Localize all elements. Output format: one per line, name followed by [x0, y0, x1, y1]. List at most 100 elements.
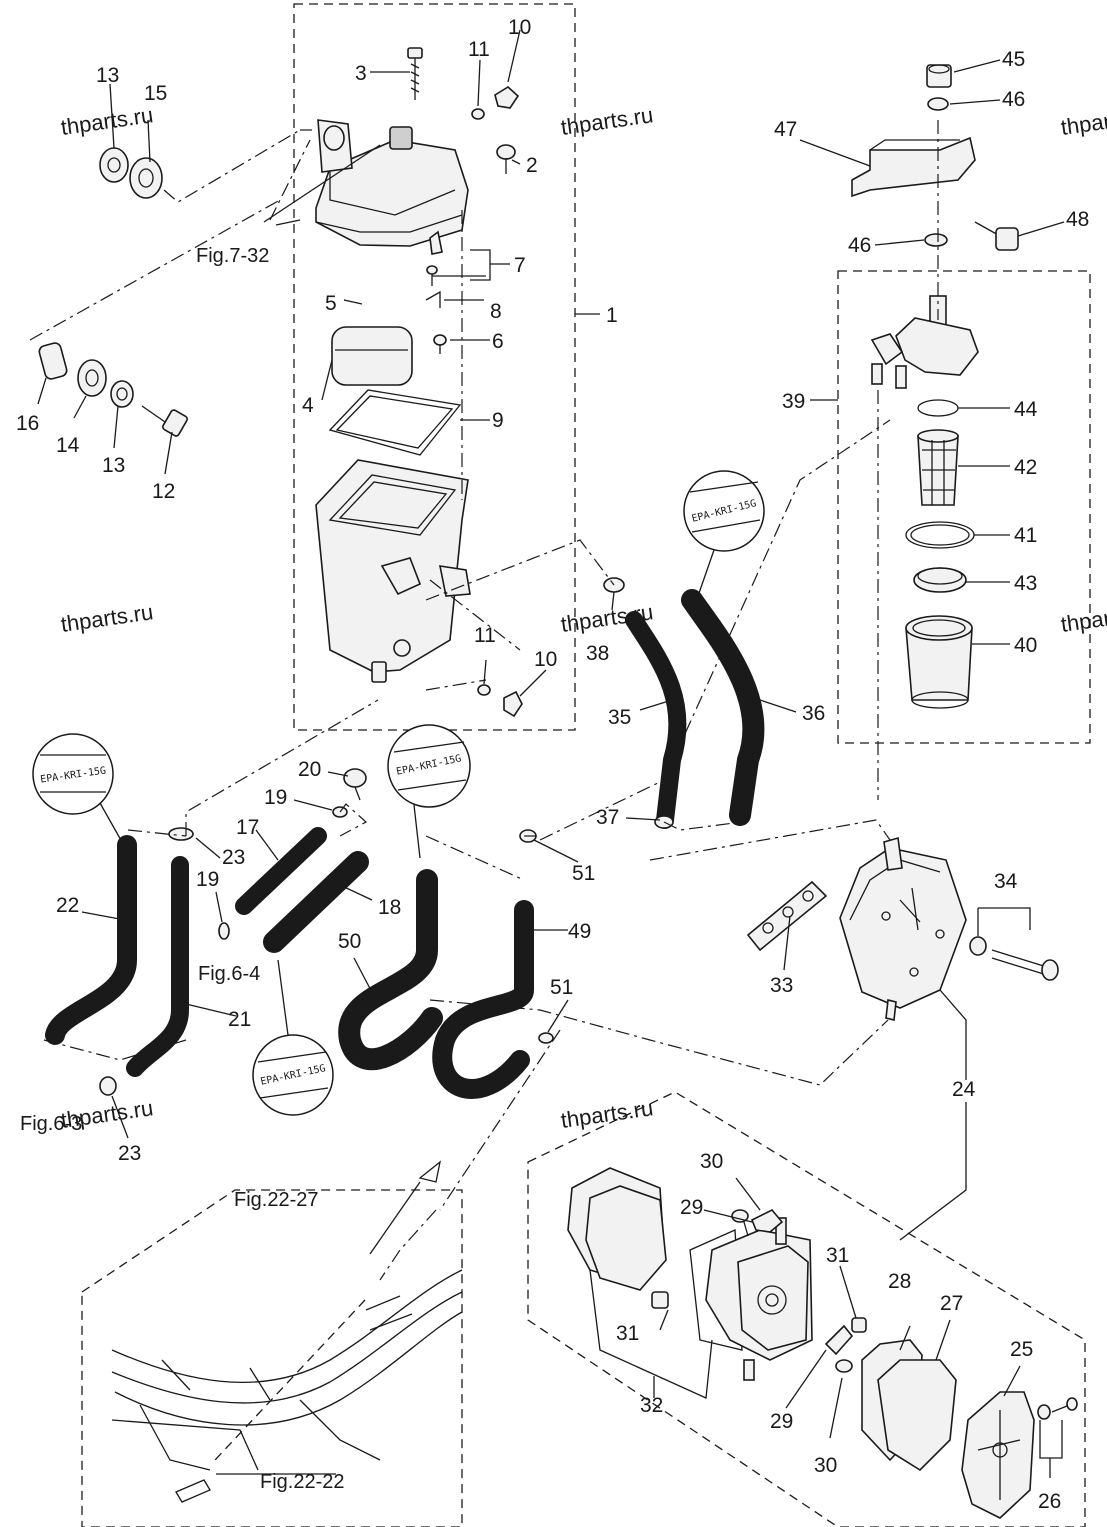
callout-39: 39	[782, 390, 805, 413]
callout-19-top: 19	[264, 786, 287, 809]
vapor-separator-tank	[315, 119, 471, 683]
callout-5: 5	[325, 292, 337, 315]
callout-35: 35	[608, 706, 631, 729]
callout-28: 28	[888, 1270, 911, 1293]
washer-46-bottom	[924, 233, 948, 247]
o-ring-41	[905, 521, 975, 549]
ring-43	[913, 567, 967, 593]
callout-25: 25	[1010, 1338, 1033, 1361]
clip-5	[343, 299, 363, 305]
callout-51-bottom: 51	[550, 976, 573, 999]
diaphragm-27	[877, 1359, 957, 1472]
callout-46-bottom: 46	[848, 234, 871, 257]
bolt-12	[141, 405, 188, 437]
callouts: 1 2 3 4 5 6 7 8 9 10 10 11 11 12 13 13 1…	[16, 16, 1089, 1513]
callout-47: 47	[774, 118, 797, 141]
clip-8	[425, 290, 441, 308]
callout-4: 4	[302, 394, 314, 417]
clip-51-bottom	[538, 1032, 554, 1044]
callout-13-top: 13	[96, 64, 119, 87]
callout-12: 12	[152, 480, 175, 503]
callout-15: 15	[144, 82, 167, 105]
callout-43: 43	[1014, 572, 1037, 595]
callout-49: 49	[568, 920, 591, 943]
figure-ref-7-32: Fig.7-32	[196, 245, 269, 267]
washer-13-bottom	[110, 380, 134, 408]
pump-spacer-33	[746, 880, 828, 952]
callout-29-top: 29	[680, 1196, 703, 1219]
callout-23-top: 23	[222, 846, 245, 869]
watermark-1: thparts.ru	[59, 102, 155, 140]
diaphragm-cover-32	[567, 1167, 667, 1291]
callout-23-bottom: 23	[118, 1142, 141, 1165]
figure-ref-6-3: Fig.6-3	[20, 1113, 82, 1135]
watermark-3: thparts.ru	[1059, 102, 1107, 140]
screw-3	[407, 47, 423, 100]
grommet-14	[77, 359, 107, 397]
callout-2: 2	[526, 154, 538, 177]
callout-30-top: 30	[700, 1150, 723, 1173]
callout-41: 41	[1014, 524, 1037, 547]
o-ring-44	[917, 399, 959, 417]
callout-34: 34	[994, 870, 1018, 893]
band-20	[343, 768, 367, 801]
callout-21: 21	[228, 1008, 251, 1031]
bolt-10-top	[494, 86, 520, 109]
callout-33: 33	[770, 974, 793, 997]
callout-45: 45	[1002, 48, 1025, 71]
figure-ref-6-4: Fig.6-4	[198, 963, 260, 985]
callout-10-bottom: 10	[534, 648, 557, 671]
watermark-8: thparts.ru	[559, 1095, 655, 1133]
watermark-2: thparts.ru	[559, 102, 655, 140]
leader-lines	[37, 29, 1065, 1478]
callout-37: 37	[596, 806, 619, 829]
fuel-filter-group-box	[837, 270, 1091, 744]
callout-17: 17	[236, 816, 259, 839]
connection-chain-lines	[29, 120, 939, 1281]
callout-8: 8	[490, 300, 502, 323]
callout-10-top: 10	[508, 16, 531, 39]
hose-label-50: EPA-KRI-15G	[387, 724, 471, 859]
callout-26: 26	[1038, 1490, 1061, 1513]
callout-13-bottom: 13	[102, 454, 125, 477]
callout-48: 48	[1066, 208, 1089, 231]
callout-50: 50	[338, 930, 361, 953]
watermark-6: thparts.ru	[1059, 599, 1107, 637]
clip-29-bottom	[824, 1324, 854, 1356]
callout-14: 14	[56, 434, 80, 457]
clip-29-top	[750, 1209, 784, 1233]
bolt-34	[969, 936, 1059, 981]
nut-31-right	[851, 1317, 867, 1333]
callout-51-top: 51	[572, 862, 595, 885]
filter-element-42	[917, 429, 959, 506]
screw-2	[496, 144, 516, 174]
washer-11-bottom	[477, 684, 491, 696]
filter-head	[870, 295, 979, 389]
callout-11-bottom: 11	[474, 624, 496, 647]
collar-16	[38, 342, 68, 380]
callout-46-top: 46	[1002, 88, 1025, 111]
callout-31-right: 31	[826, 1244, 849, 1267]
callout-11-top: 11	[468, 38, 490, 61]
screw-30-bottom	[835, 1359, 853, 1373]
callout-19-left: 19	[196, 868, 219, 891]
callout-7: 7	[514, 254, 526, 277]
filter-cup-40	[905, 615, 973, 709]
callout-9: 9	[492, 409, 504, 432]
screw-30-top	[731, 1209, 749, 1237]
callout-1: 1	[606, 304, 618, 327]
bolt-10-bottom	[503, 690, 523, 718]
engine-mount-detail-box	[81, 1189, 463, 1527]
hose-label-18: EPA-KRI-15G	[252, 959, 334, 1116]
hose-label-22: EPA-KRI-15G	[32, 733, 123, 843]
bolt-48	[974, 221, 1019, 251]
figure-ref-22-27: Fig.22-27	[234, 1189, 319, 1211]
washer-11-top	[471, 108, 485, 120]
gasket-32	[689, 1229, 743, 1351]
screw-6	[433, 334, 447, 354]
pump-body	[705, 1217, 813, 1381]
watermark-4: thparts.ru	[59, 599, 155, 637]
callout-16: 16	[16, 412, 39, 435]
callout-30-bottom: 30	[814, 1454, 837, 1477]
